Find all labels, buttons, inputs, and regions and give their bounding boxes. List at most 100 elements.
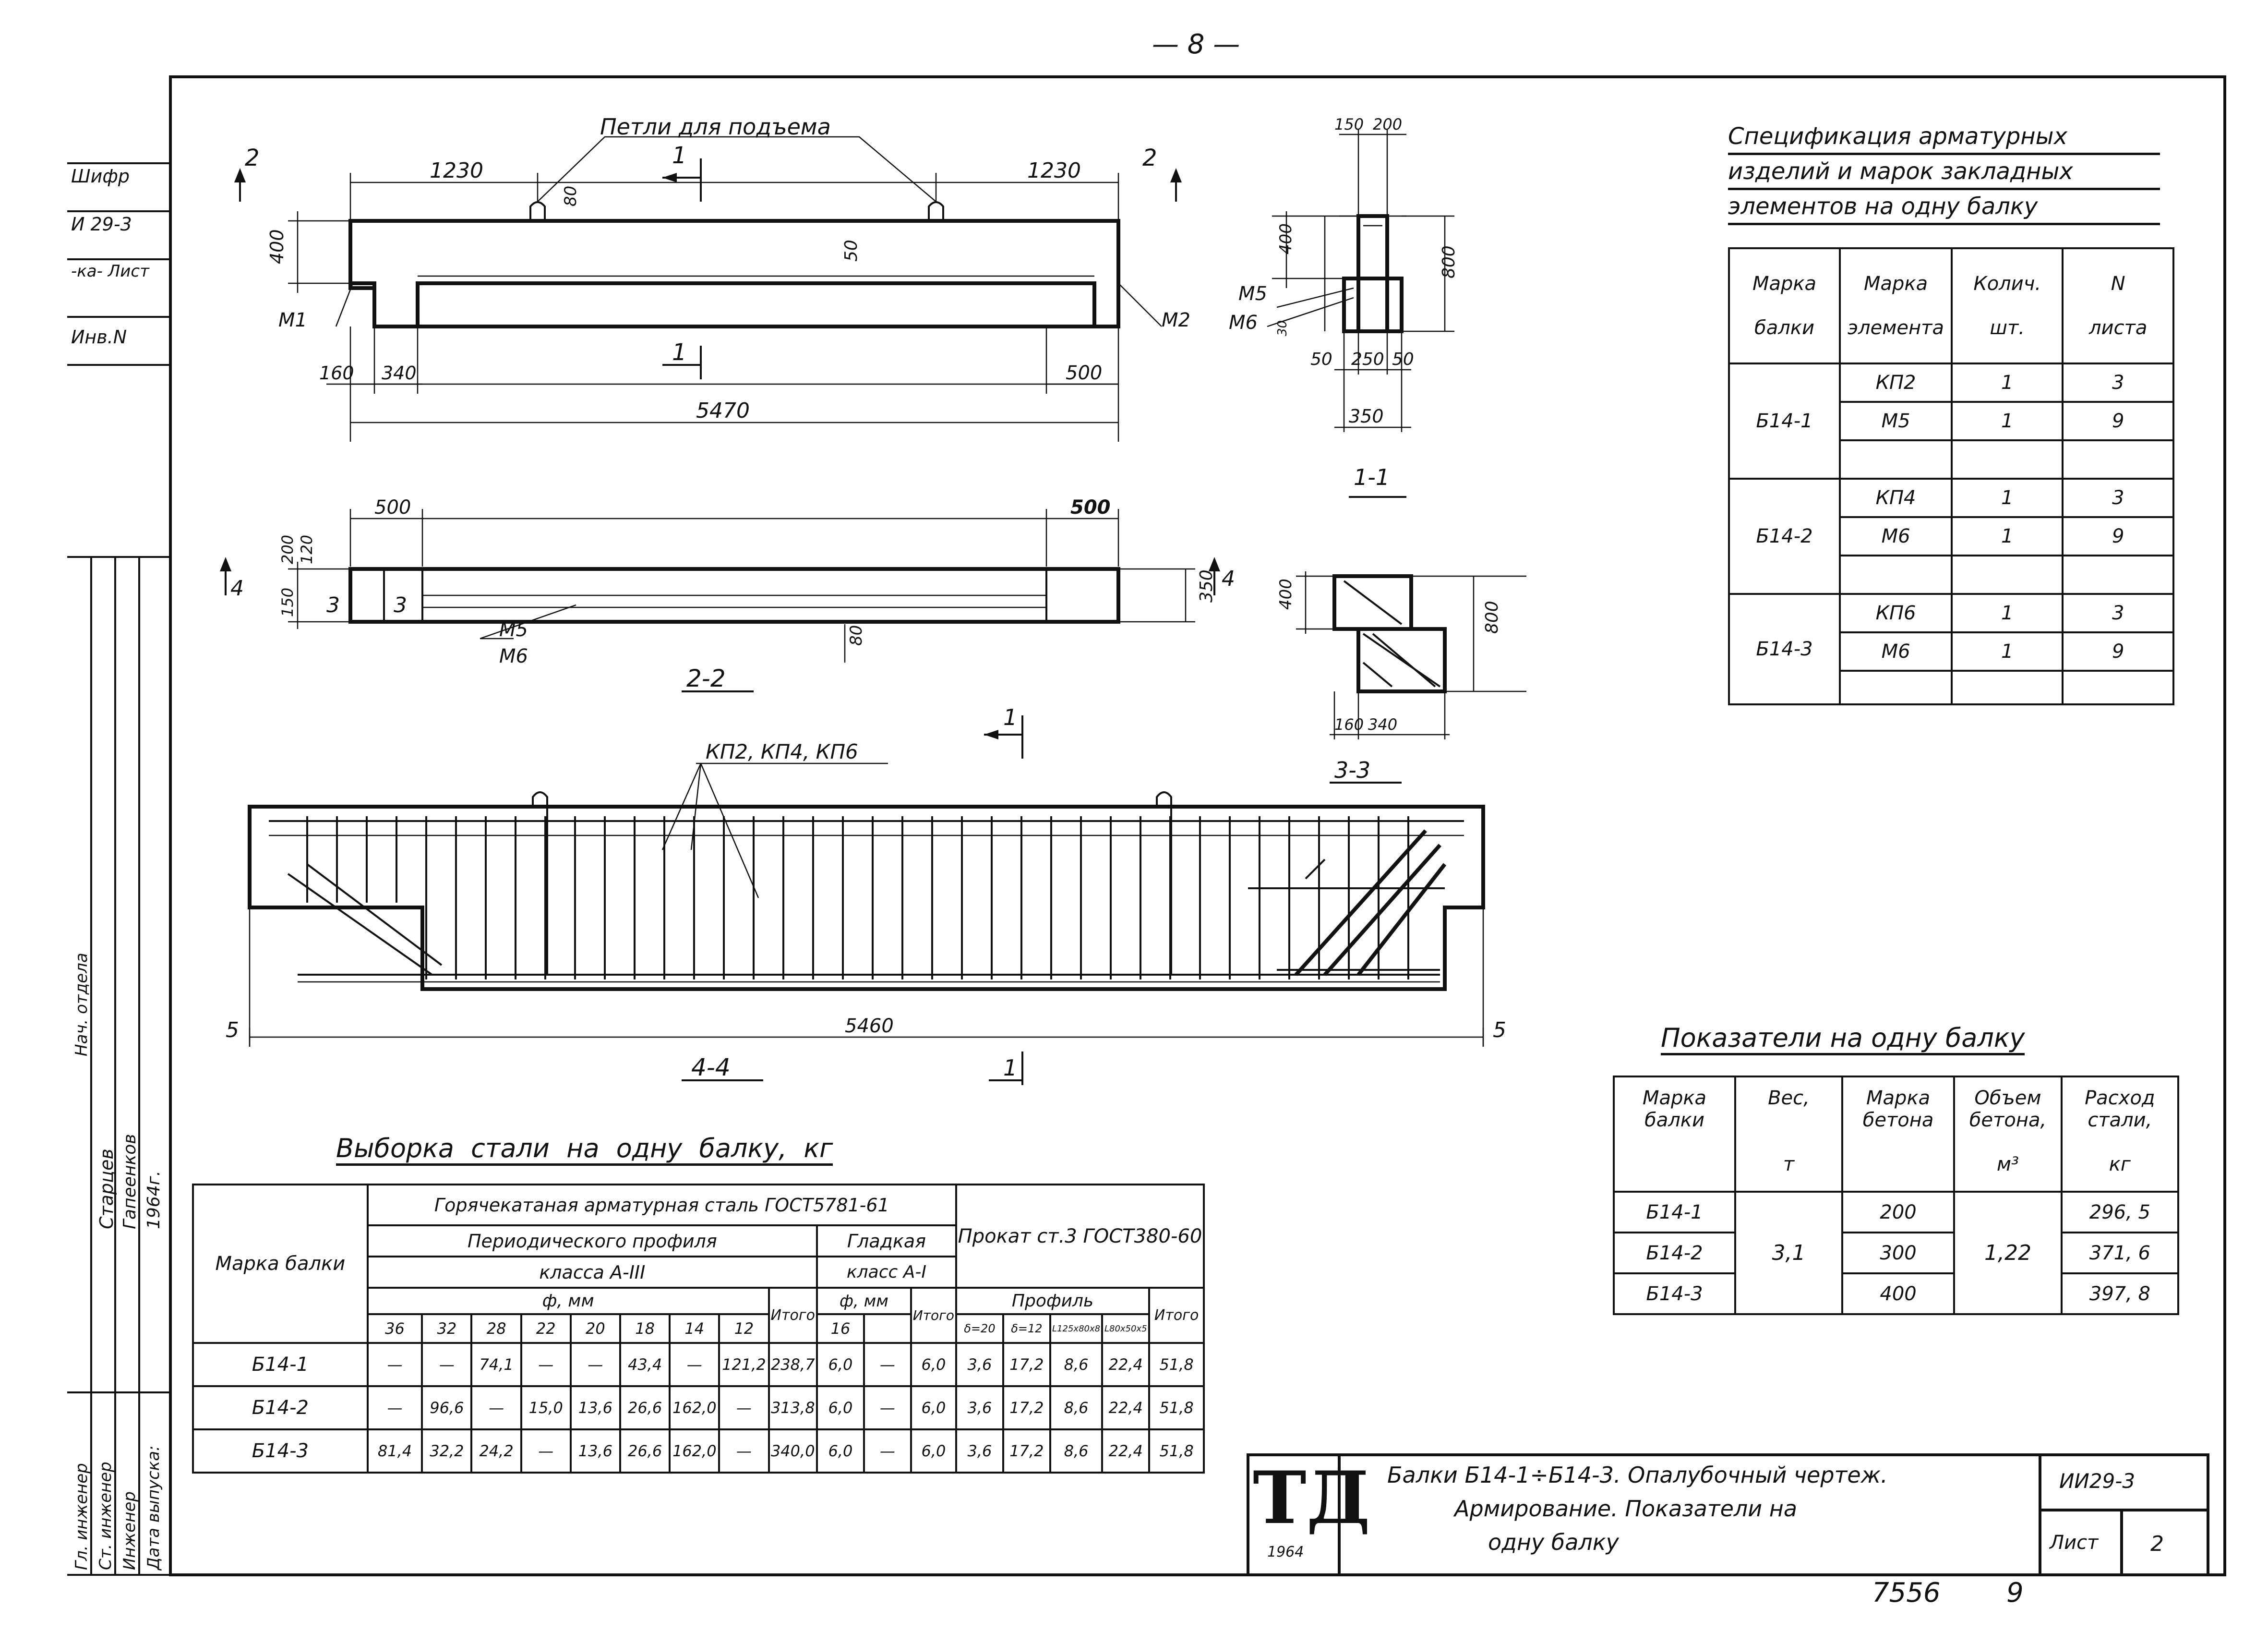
table-cell: 162,0 (669, 1428, 720, 1474)
table-cell: 6,0 (816, 1342, 865, 1387)
sheet-description-3: одну балку (1488, 1529, 1619, 1555)
svg-text:400: 400 (1276, 223, 1296, 254)
table-cell: — (669, 1342, 720, 1387)
section-1-1 (1267, 130, 1454, 498)
table-cell: 6,0 (816, 1428, 865, 1474)
table-cell: 17,2 (1002, 1428, 1051, 1474)
table-cell: 13,6 (569, 1428, 622, 1474)
svg-text:1: 1 (1003, 704, 1017, 730)
table-cell: 8,6 (1049, 1385, 1104, 1430)
svg-text:3: 3 (394, 593, 407, 617)
svg-text:М6: М6 (499, 645, 528, 667)
svg-text:340: 340 (1368, 715, 1397, 734)
table-cell: — (569, 1342, 622, 1387)
table-cell: 15,0 (520, 1385, 572, 1430)
svg-text:1-1: 1-1 (1354, 464, 1390, 490)
svg-text:340: 340 (382, 363, 417, 384)
table-cell: 313,8 (768, 1385, 818, 1430)
table-cell: — (863, 1342, 912, 1387)
svg-text:200: 200 (278, 535, 297, 564)
svg-text:80: 80 (561, 186, 580, 206)
table-cell: 3,6 (955, 1428, 1004, 1474)
svg-text:4: 4 (230, 576, 244, 601)
svg-text:М1: М1 (278, 309, 307, 331)
table-cell: 3,6 (955, 1385, 1004, 1430)
table-cell: Б14-2 (192, 1385, 369, 1430)
table-cell: 74,1 (470, 1342, 522, 1387)
beam-elevation (234, 136, 1182, 442)
table-cell: — (421, 1342, 473, 1387)
svg-text:4: 4 (1222, 567, 1235, 591)
svg-text:5: 5 (226, 1018, 239, 1042)
table-cell: 121,2 (718, 1342, 770, 1387)
sheet-description-1: Балки Б14-1÷Б14-3. Опалубочный чертеж. (1387, 1462, 1888, 1488)
table-cell: — (718, 1428, 770, 1474)
svg-text:2-2: 2-2 (686, 665, 726, 692)
table-cell: — (366, 1342, 423, 1387)
svg-text:500: 500 (1070, 496, 1111, 519)
table-cell: — (470, 1385, 522, 1430)
table-cell: Б14-3 (192, 1428, 369, 1474)
table-cell: 6,0 (910, 1342, 957, 1387)
svg-text:5: 5 (1493, 1018, 1506, 1042)
sheet-number: 2 (2150, 1532, 2164, 1556)
svg-text:500: 500 (1066, 362, 1102, 384)
svg-text:160: 160 (319, 363, 354, 384)
table-cell: 26,6 (619, 1428, 671, 1474)
table-cell: 32,2 (421, 1428, 473, 1474)
table-cell: — (718, 1385, 770, 1430)
svg-text:1: 1 (672, 142, 687, 169)
tsifr-label: Шифр (71, 166, 130, 187)
table-cell: 22,4 (1101, 1428, 1151, 1474)
svg-text:350: 350 (1349, 406, 1384, 427)
lifting-loops-label: Петли для подъема (600, 114, 831, 140)
org-logo: ТД (1253, 1456, 1370, 1540)
svg-text:250: 250 (1351, 350, 1384, 369)
svg-text:500: 500 (374, 496, 411, 519)
series-code: ИИ29-3 (2059, 1469, 2136, 1493)
svg-text:400: 400 (266, 229, 288, 264)
svg-text:КП2, КП4, КП6: КП2, КП4, КП6 (706, 740, 858, 763)
svg-text:150: 150 (278, 588, 297, 617)
archive-number: 7556 (1872, 1577, 1941, 1608)
table-cell: — (520, 1428, 572, 1474)
table-cell: — (520, 1342, 572, 1387)
table-cell: 8,6 (1049, 1342, 1104, 1387)
svg-text:М5: М5 (1238, 283, 1267, 305)
svg-text:160: 160 (1334, 715, 1364, 734)
table-cell: — (366, 1385, 423, 1430)
table-cell: 6,0 (910, 1385, 957, 1430)
table-cell: 51,8 (1148, 1385, 1205, 1430)
svg-text:1230: 1230 (1027, 158, 1081, 183)
table-cell: 17,2 (1002, 1342, 1051, 1387)
inv-label: Инв.N (71, 326, 127, 348)
list-label: -ка- Лист (71, 262, 149, 281)
table-cell: 43,4 (619, 1342, 671, 1387)
svg-text:М2: М2 (1162, 309, 1190, 331)
svg-text:200: 200 (1373, 115, 1402, 133)
section-4-4 (248, 715, 1485, 1085)
sheet-description-2: Армирование. Показатели на (1454, 1496, 1798, 1522)
svg-text:2: 2 (245, 145, 260, 171)
svg-text:80: 80 (847, 625, 866, 646)
svg-text:800: 800 (1482, 601, 1502, 634)
table-cell: 81,4 (366, 1428, 423, 1474)
svg-text:1: 1 (672, 339, 687, 366)
svg-text:5460: 5460 (845, 1015, 894, 1037)
table-cell: 6,0 (816, 1385, 865, 1430)
page-number: — 8 — (1152, 29, 1240, 60)
table-cell: — (863, 1385, 912, 1430)
table-cell: 162,0 (669, 1385, 720, 1430)
svg-text:120: 120 (298, 535, 316, 564)
logo-year: 1964 (1267, 1544, 1304, 1560)
table-cell: 26,6 (619, 1385, 671, 1430)
svg-text:3: 3 (326, 593, 340, 617)
table-cell: 96,6 (421, 1385, 473, 1430)
steel-table: Марка балки Горячекатаная арматурная ста… (192, 1184, 1205, 1474)
